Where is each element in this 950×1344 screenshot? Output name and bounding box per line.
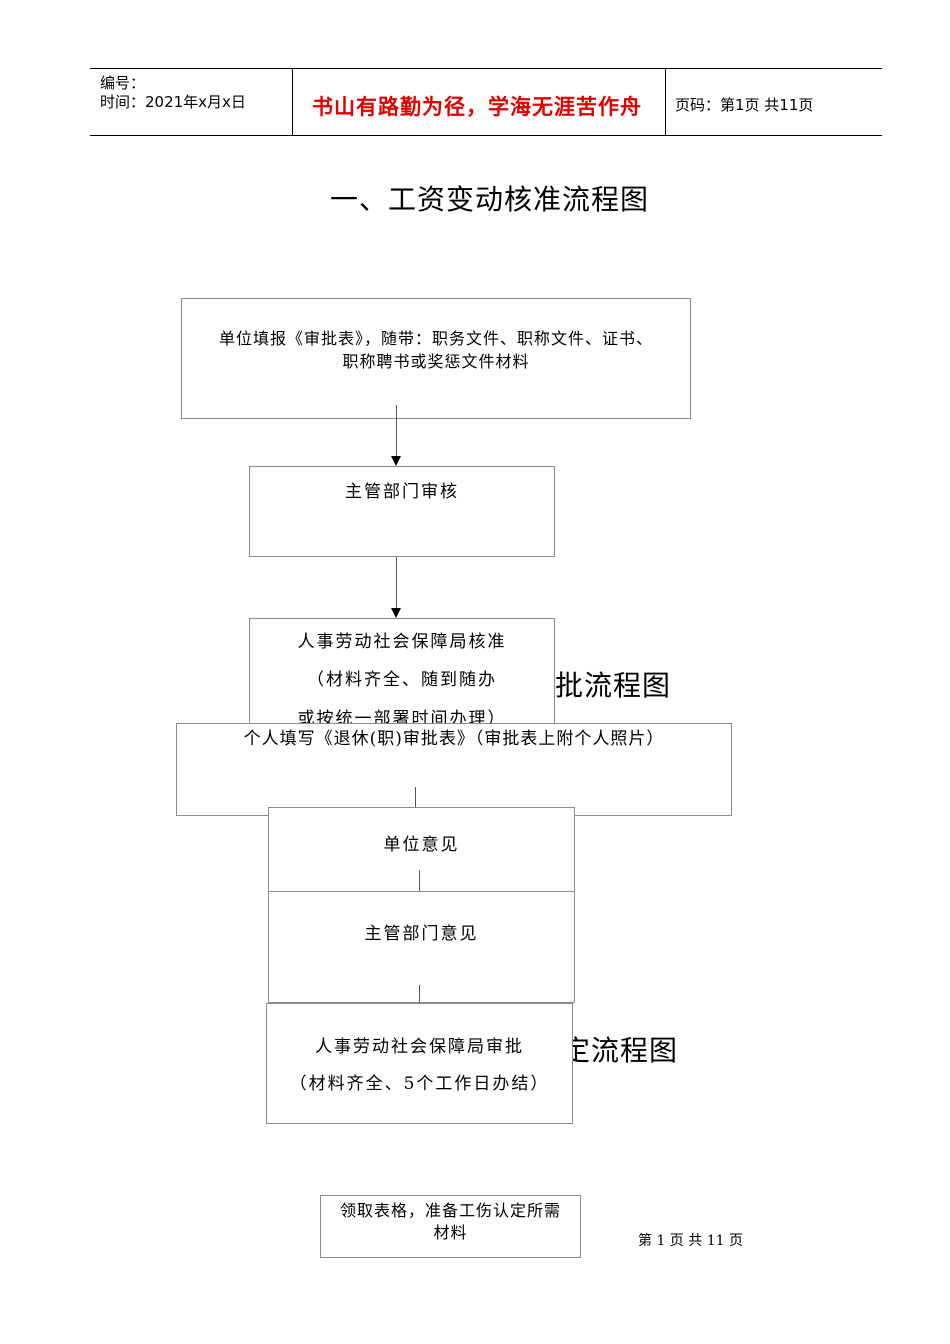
- flow1-arrow-1: [391, 456, 401, 466]
- flow1-connector-1: [396, 405, 397, 457]
- flow1-step3-text-line2: （材料齐全、随到随办: [307, 670, 497, 690]
- flow1-step1-text-line2: 职称聘书或奖惩文件材料: [342, 352, 530, 371]
- flow2-step3-box: 主管部门意见: [268, 891, 575, 1003]
- header-divider-1: [292, 68, 293, 136]
- flow2-step4-text-line2: （材料齐全、5个工作日办结）: [289, 1074, 550, 1094]
- flow3-step1-text-line2: 材料: [433, 1223, 468, 1242]
- flow2-step2-text: 单位意见: [383, 835, 460, 855]
- header-bottom-rule: [90, 135, 882, 136]
- flow2-connector-1: [415, 787, 416, 812]
- footer-page-info: 第 1 页 共 11 页: [638, 1233, 743, 1249]
- flow1-step3-box: 人事劳动社会保障局核准 （材料齐全、随到随办 或按统一部署时间办理）: [249, 618, 555, 728]
- flow2-connector-2: [419, 870, 420, 894]
- flow2-step1-box: 个人填写《退休(职)审批表》（审批表上附个人照片）: [176, 723, 732, 816]
- header-motto: 书山有路勤为径，学海无涯苦作舟: [312, 94, 642, 119]
- flow2-step4-text: 人事劳动社会保障局审批: [315, 1037, 524, 1057]
- flow1-connector-2: [396, 557, 397, 609]
- header-time-label: 时间：2021年x月x日: [100, 93, 246, 111]
- flow1-arrow-2: [391, 608, 401, 618]
- header-top-rule: [90, 68, 882, 69]
- flow2-step2-box: 单位意见: [268, 807, 575, 893]
- flow3-step1-text: 领取表格，准备工伤认定所需: [339, 1201, 561, 1220]
- header-page-info: 页码：第1页 共11页: [675, 96, 814, 114]
- flow1-step2-box: 主管部门审核: [249, 466, 555, 557]
- flow1-step1-text: 单位填报《审批表》，随带：职务文件、职称文件、证书、: [218, 329, 653, 348]
- flow1-step3-text: 人事劳动社会保障局核准: [297, 632, 507, 652]
- flow2-step3-text: 主管部门意见: [364, 924, 479, 944]
- flow2-step1-text: 个人填写《退休(职)审批表》（审批表上附个人照片）: [243, 729, 665, 749]
- header-divider-2: [665, 68, 666, 136]
- section3-title-fragment: 定流程图: [562, 1034, 679, 1067]
- flow3-step1-box: 领取表格，准备工伤认定所需 材料: [320, 1195, 581, 1258]
- header-number-label: 编号：: [100, 74, 146, 92]
- flow1-step3-text-line3: 或按统一部署时间办理）: [297, 709, 507, 728]
- section2-title-fragment: 批流程图: [555, 669, 672, 702]
- flow2-step4-box: 人事劳动社会保障局审批 （材料齐全、5个工作日办结）: [266, 1003, 573, 1124]
- flow1-step2-text: 主管部门审核: [345, 482, 459, 502]
- flow1-step1-box: 单位填报《审批表》，随带：职务文件、职称文件、证书、 职称聘书或奖惩文件材料: [181, 298, 691, 419]
- flow2-connector-3: [419, 985, 420, 1007]
- page-title: 一、工资变动核准流程图: [330, 183, 650, 216]
